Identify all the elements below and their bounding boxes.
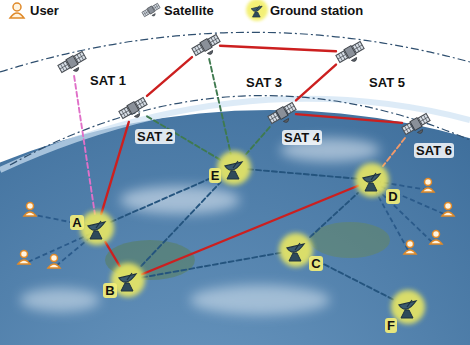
satellite-icon: [119, 94, 147, 122]
satellite-node: SAT 2: [119, 94, 147, 122]
satellite-label: SAT 1: [88, 73, 128, 88]
legend-text: Satellite: [164, 2, 214, 20]
link-line: [105, 242, 119, 266]
link-line: [141, 182, 221, 266]
legend-entry: Ground station: [248, 1, 363, 19]
link-line: [101, 122, 129, 214]
ground-station-icon: [394, 293, 422, 321]
link-line: [246, 127, 270, 154]
legend-text: User: [30, 2, 59, 20]
link-line: [383, 138, 405, 166]
ground-station-node: D: [358, 166, 386, 194]
legend-entry: Satellite: [142, 1, 214, 19]
link-line: [147, 57, 192, 96]
ground-station-node: A: [83, 214, 111, 242]
link-line: [248, 169, 358, 179]
station-label: B: [103, 283, 116, 298]
legend-symbol: [8, 1, 26, 19]
ground-station-icon: [220, 154, 248, 182]
station-label: A: [70, 215, 83, 230]
satellite-node: SAT 3: [192, 31, 220, 59]
link-line: [111, 174, 220, 222]
satellite-label: SAT 2: [135, 129, 175, 144]
satellite-icon: [58, 48, 86, 76]
legend-symbol: [248, 1, 266, 19]
station-label: D: [386, 189, 399, 204]
ground-station-icon: [282, 236, 310, 264]
station-label: F: [385, 318, 397, 333]
satellite-node: SAT 5: [336, 38, 364, 66]
legend-entry: User: [8, 1, 59, 19]
ground-station-node: C: [282, 236, 310, 264]
satellite-label: SAT 4: [282, 130, 322, 145]
ground-station-node: E: [220, 154, 248, 182]
ground-station-node: F: [394, 293, 422, 321]
link-line: [296, 65, 336, 101]
satellite-label: SAT 5: [367, 75, 407, 90]
legend-symbol: [142, 1, 160, 19]
satellite-label: SAT 3: [244, 75, 284, 90]
link-line: [220, 46, 336, 52]
satellite-node: SAT 6: [402, 110, 430, 138]
ground-station-icon: [358, 166, 386, 194]
satellite-node: SAT 4: [268, 99, 296, 127]
satellite-icon: [268, 99, 296, 127]
ground-station-node: B: [114, 266, 142, 294]
legend-text: Ground station: [270, 2, 363, 20]
link-line: [296, 114, 402, 123]
station-label: C: [309, 256, 322, 271]
link-line: [142, 253, 282, 278]
link-line: [310, 193, 358, 237]
satellite-icon: [192, 31, 220, 59]
satellite-label: SAT 6: [414, 143, 454, 158]
satellite-node: SAT 1: [58, 48, 86, 76]
station-label: E: [209, 168, 222, 183]
satellite-icon: [336, 38, 364, 66]
satellite-icon: [402, 110, 430, 138]
ground-station-icon: [114, 266, 142, 294]
ground-station-icon: [83, 214, 111, 242]
link-line: [209, 59, 231, 154]
link-line: [74, 76, 95, 214]
